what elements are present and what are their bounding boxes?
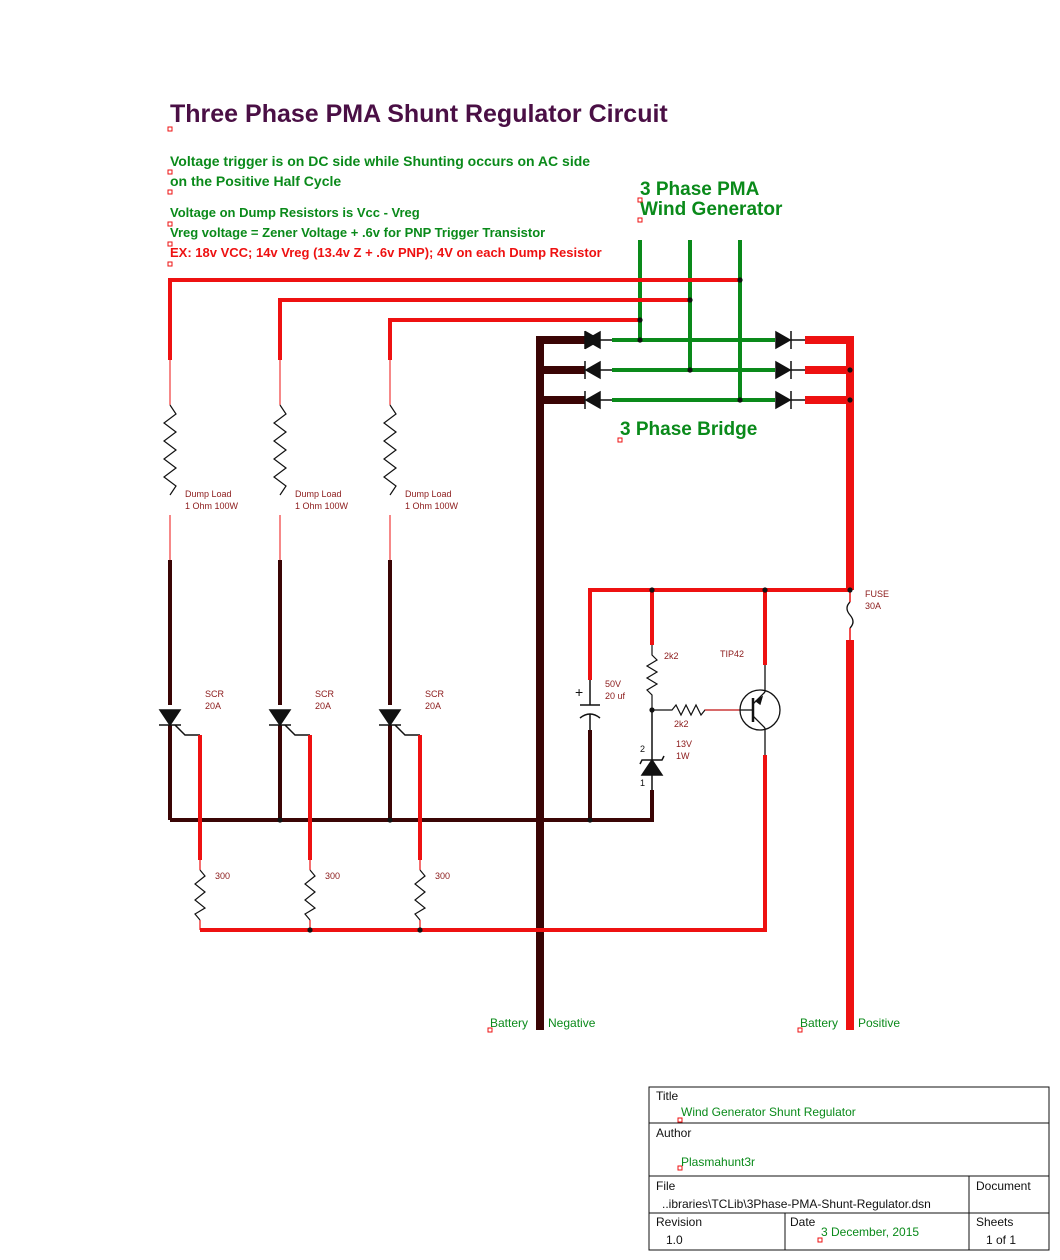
capacitor-polarity: + — [575, 684, 583, 700]
battery-positive-word-1: Battery — [800, 1016, 838, 1030]
dump-load-1-name: Dump Load — [185, 489, 232, 499]
battery-negative-bus — [536, 336, 585, 1030]
note-line-2: on the Positive Half Cycle — [170, 173, 341, 189]
fuse-name: FUSE — [865, 589, 889, 599]
gate-resistor-2-value: 300 — [325, 871, 340, 881]
zener-diode — [639, 710, 665, 790]
scr-2 — [268, 709, 310, 736]
negative-return-wires — [168, 560, 654, 822]
scr-2-value: 20A — [315, 701, 331, 711]
dump-load-labels: Dump Load 1 Ohm 100W Dump Load 1 Ohm 100… — [185, 489, 459, 511]
dump-load-2-name: Dump Load — [295, 489, 342, 499]
bridge-diode-pos-1-body — [775, 330, 805, 350]
tb-author-value: Plasmahunt3r — [681, 1155, 755, 1169]
scr-3 — [378, 709, 420, 736]
bridge-diode-pos-3-body — [775, 390, 805, 410]
scr-3-value: 20A — [425, 701, 441, 711]
tb-date-value: 3 December, 2015 — [821, 1225, 919, 1239]
tb-author-label: Author — [656, 1126, 691, 1140]
capacitor — [579, 680, 601, 730]
pnp-transistor — [739, 665, 781, 755]
scr-1-name: SCR — [205, 689, 225, 699]
generator-label-line-1: 3 Phase PMA — [640, 179, 760, 200]
bridge-label: 3 Phase Bridge — [620, 419, 757, 440]
bridge-diodes — [584, 330, 805, 410]
scr-1 — [158, 709, 200, 736]
scr-2-name: SCR — [315, 689, 335, 699]
tb-sheets-value: 1 of 1 — [986, 1233, 1016, 1247]
battery-positive-word-2: Positive — [858, 1016, 900, 1030]
tb-title-label: Title — [656, 1089, 679, 1103]
dump-load-1-value: 1 Ohm 100W — [185, 501, 239, 511]
bridge-diode-pos-2-body — [775, 360, 805, 380]
dump-load-2-value: 1 Ohm 100W — [295, 501, 349, 511]
bias-resistor-value: 2k2 — [664, 651, 679, 661]
bridge-diode-neg-2-body — [584, 360, 612, 380]
note-line-5: EX: 18v VCC; 14v Vreg (13.4v Z + .6v PNP… — [170, 245, 602, 260]
dump-load-resistors — [163, 404, 397, 496]
title-block-text: Title Wind Generator Shunt Regulator Aut… — [656, 1089, 1031, 1247]
battery-negative-word-2: Negative — [548, 1016, 596, 1030]
note-line-4: Vreg voltage = Zener Voltage + .6v for P… — [170, 225, 545, 240]
capacitor-voltage: 50V — [605, 679, 621, 689]
note-line-3: Voltage on Dump Resistors is Vcc - Vreg — [170, 205, 420, 220]
tb-date-label: Date — [790, 1215, 816, 1229]
gate-resistor-1-value: 300 — [215, 871, 230, 881]
fuse — [846, 601, 854, 629]
capacitor-capacitance: 20 uf — [605, 691, 626, 701]
tb-document-label: Document — [976, 1179, 1031, 1193]
bridge-diode-neg-1-body — [584, 330, 612, 350]
zener-pin-1: 1 — [640, 778, 645, 788]
tb-title-value: Wind Generator Shunt Regulator — [681, 1105, 856, 1119]
zener-voltage: 13V — [676, 739, 692, 749]
gate-resistor-labels: 300 300 300 — [215, 871, 450, 881]
label-origin-markers — [167, 126, 823, 1243]
generator-phase-wires — [612, 240, 775, 402]
dump-load-3-name: Dump Load — [405, 489, 452, 499]
zener-power: 1W — [676, 751, 690, 761]
ac-shunt-wires — [168, 278, 740, 360]
transistor-name: TIP42 — [720, 649, 744, 659]
generator-label-line-2: Wind Generator — [640, 199, 783, 220]
tb-file-label: File — [656, 1179, 676, 1193]
fuse-value: 30A — [865, 601, 881, 611]
scr-1-value: 20A — [205, 701, 221, 711]
battery-positive-bus — [805, 336, 854, 1030]
bias-resistor — [645, 645, 659, 710]
gate-resistor-3-value: 300 — [435, 871, 450, 881]
bridge-diode-neg-3-body — [584, 390, 612, 410]
ac-shunt-thin-leads — [169, 360, 391, 560]
note-line-1: Voltage trigger is on DC side while Shun… — [170, 153, 590, 169]
scr-labels: SCR 20A SCR 20A SCR 20A — [205, 689, 445, 711]
scr-3-name: SCR — [425, 689, 445, 699]
base-resistor-value: 2k2 — [674, 719, 689, 729]
gate-resistors — [194, 869, 427, 921]
page-title: Three Phase PMA Shunt Regulator Circuit — [170, 100, 668, 128]
title-block — [648, 1086, 1050, 1251]
tb-revision-value: 1.0 — [666, 1233, 683, 1247]
control-positive-rail — [588, 588, 850, 680]
zener-pin-2: 2 — [640, 744, 645, 754]
gate-drive-wires — [198, 735, 767, 932]
tb-sheets-label: Sheets — [976, 1215, 1013, 1229]
tb-file-value: ..ibraries\TCLib\3Phase-PMA-Shunt-Regula… — [662, 1197, 931, 1211]
base-resistor — [652, 703, 740, 717]
tb-revision-label: Revision — [656, 1215, 702, 1229]
dump-load-3-value: 1 Ohm 100W — [405, 501, 459, 511]
scrs — [158, 709, 420, 736]
battery-negative-word-1: Battery — [490, 1016, 528, 1030]
junction-dots — [277, 277, 853, 933]
